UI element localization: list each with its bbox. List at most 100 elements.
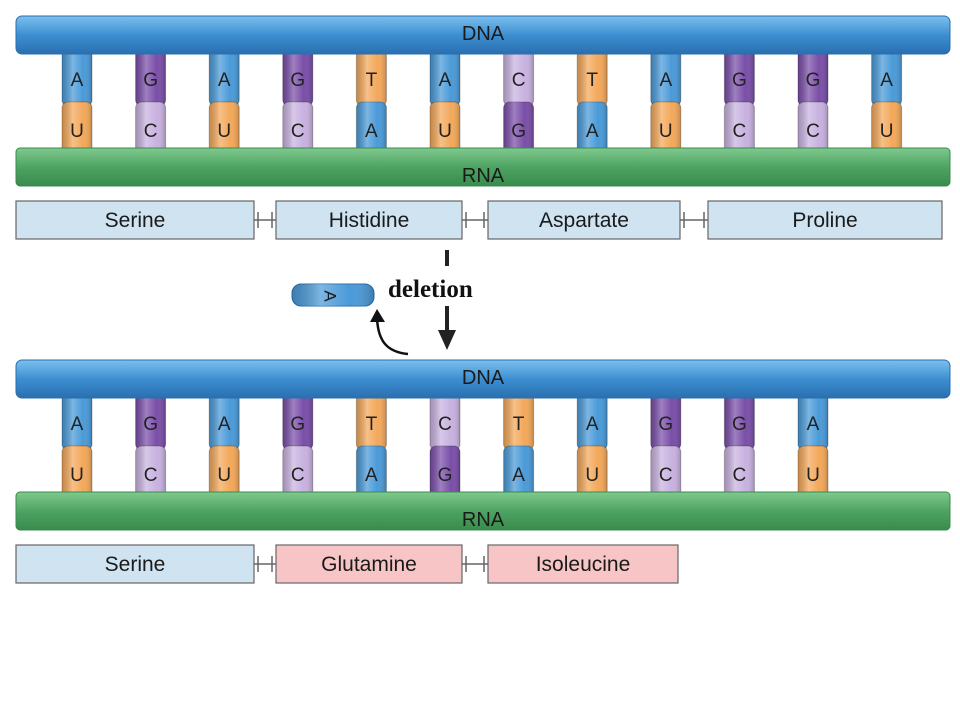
cylinder-shading <box>650 44 681 106</box>
rna-base-letter: U <box>70 121 84 142</box>
cylinder-shading <box>724 102 755 160</box>
amino-acid-label: Histidine <box>329 209 410 232</box>
rna-base-letter: U <box>217 465 231 486</box>
base-pair: TA <box>576 43 608 161</box>
peptide-bond <box>680 212 708 228</box>
rna-label: RNA <box>462 509 505 531</box>
base-pair: GC <box>723 43 755 161</box>
cylinder-shading <box>798 102 828 160</box>
dna-base-letter: T <box>586 70 598 91</box>
amino-acid-box: Aspartate <box>487 200 681 240</box>
base-pair: AU <box>61 43 93 161</box>
cylinder-shading <box>135 44 166 106</box>
base-pair: AU <box>650 43 682 161</box>
cylinder-shading <box>724 446 755 504</box>
rna-base-letter: C <box>806 121 820 142</box>
cylinder-shading <box>356 44 387 106</box>
cylinder-shading <box>209 102 240 160</box>
cylinder-shading <box>135 102 166 160</box>
cylinder-shading <box>577 102 608 160</box>
rna-base-letter: U <box>659 121 673 142</box>
amino-acid-box: Serine <box>15 200 255 240</box>
rna-strand <box>15 147 951 187</box>
cylinder-shading <box>577 446 608 504</box>
base-pair: GC <box>282 387 314 505</box>
cylinder-shading <box>503 388 534 450</box>
base-pair: AU <box>208 387 240 505</box>
amino-acid-box: Proline <box>707 200 943 240</box>
peptide-bond <box>254 212 276 228</box>
dna-base-letter: A <box>71 414 84 435</box>
rna-strand <box>15 491 951 531</box>
deletion-label: deletion <box>388 276 473 303</box>
rna-base-letter: C <box>733 121 747 142</box>
dna-base-letter: C <box>512 70 526 91</box>
dna-base-letter: A <box>659 70 672 91</box>
dna-base-letter: T <box>366 70 378 91</box>
dna-base-letter: G <box>732 414 747 435</box>
cylinder-shading <box>62 388 92 450</box>
cylinder-shading <box>798 388 828 450</box>
rna-base-letter: C <box>733 465 747 486</box>
base-pair: GC <box>135 387 167 505</box>
cylinder-shading <box>650 388 681 450</box>
cylinder-shading <box>282 446 313 504</box>
dna-label: DNA <box>462 23 505 45</box>
rna-base-letter: A <box>365 121 378 142</box>
removed-base-letter: A <box>321 290 340 302</box>
amino-acid-box: Histidine <box>275 200 463 240</box>
dna-base-letter: G <box>143 414 158 435</box>
peptide-bond <box>254 556 276 572</box>
cylinder-shading <box>503 102 534 160</box>
cylinder-shading <box>724 388 755 450</box>
cylinder-shading <box>135 446 166 504</box>
base-pair: GC <box>135 43 167 161</box>
amino-acid-box: Glutamine <box>275 544 463 584</box>
dna-strand <box>15 359 951 399</box>
rna-base-letter: C <box>291 465 305 486</box>
rna-base-letter: A <box>512 465 525 486</box>
cylinder-shading <box>503 446 534 504</box>
base-pair: TA <box>503 387 535 505</box>
deletion-arrow-head <box>438 330 456 350</box>
cylinder-shading <box>871 44 902 106</box>
amino-acid-box: Serine <box>15 544 255 584</box>
cylinder-shading <box>135 388 166 450</box>
cylinder-shading <box>430 102 460 160</box>
dna-base-letter: A <box>586 414 599 435</box>
dna-base-letter: A <box>218 70 231 91</box>
rna-base-letter: C <box>144 121 158 142</box>
cylinder-shading <box>62 44 92 106</box>
base-pair: AU <box>797 387 829 505</box>
dna-label: DNA <box>462 367 505 389</box>
dna-base-letter: A <box>71 70 84 91</box>
dna-base-letter: G <box>290 414 305 435</box>
cylinder-shading <box>577 388 608 450</box>
cylinder-shading <box>62 446 92 504</box>
dna-base-letter: G <box>143 70 158 91</box>
rna-base-letter: U <box>70 465 84 486</box>
rna-base-letter: G <box>511 121 526 142</box>
base-pair: TA <box>355 387 387 505</box>
rna-base-letter: U <box>806 465 820 486</box>
rna-base-letter: U <box>880 121 894 142</box>
base-pair: AU <box>429 43 461 161</box>
base-pair: AU <box>871 43 903 161</box>
rna-base-letter: A <box>365 465 378 486</box>
cylinder-shading <box>430 44 460 106</box>
amino-acid-chain: Serine Histidine Aspartate Proline <box>15 200 943 240</box>
rna-label: RNA <box>462 165 505 187</box>
cylinder-shading <box>650 446 681 504</box>
cylinder-shading <box>724 44 755 106</box>
rna-base-letter: C <box>144 465 158 486</box>
amino-acid-label: Proline <box>792 209 857 232</box>
amino-acid-chain: Serine Glutamine Isoleucine <box>15 544 679 584</box>
dna-base-letter: G <box>806 70 821 91</box>
amino-acid-label: Glutamine <box>321 553 417 576</box>
amino-acid-box: Isoleucine <box>487 544 679 584</box>
removed-nucleotide: A <box>291 283 375 307</box>
